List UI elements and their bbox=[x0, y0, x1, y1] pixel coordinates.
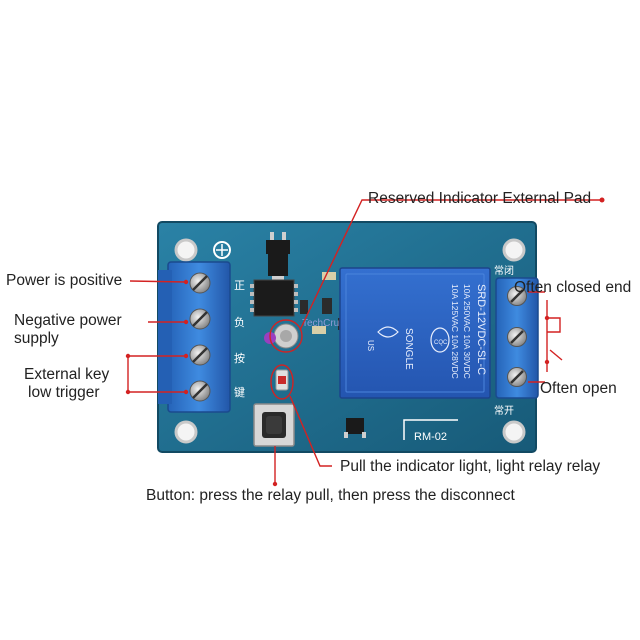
label-reserved-pad: Reserved Indicator External Pad bbox=[368, 190, 592, 207]
label-external-key-2: low trigger bbox=[28, 384, 100, 401]
mounting-hole bbox=[502, 420, 526, 444]
relay-rating-1: 10A 250VAC 10A 30VDC bbox=[462, 284, 472, 379]
label-external-key-1: External key bbox=[24, 366, 110, 383]
silk-no: 常开 bbox=[494, 404, 514, 417]
screw-nc bbox=[507, 286, 527, 306]
silk-key-2: 键 bbox=[234, 385, 245, 399]
screw-negative bbox=[189, 308, 211, 330]
watermark-text: TechCrunch bbox=[302, 318, 355, 329]
board-model: RM-02 bbox=[414, 431, 447, 443]
label-often-closed: Often closed end bbox=[514, 279, 632, 296]
relay-us-mark: US bbox=[366, 340, 375, 351]
relay: SRD-12VDC-SL-C 10A 250VAC 10A 30VDC 10A … bbox=[339, 267, 491, 399]
label-often-open: Often open bbox=[540, 380, 617, 397]
mounting-hole bbox=[174, 420, 198, 444]
cqc-mark bbox=[430, 327, 450, 353]
callout-dots bbox=[125, 197, 605, 487]
output-screw-terminal bbox=[495, 277, 539, 399]
label-indicator-light: Pull the indicator light, light relay re… bbox=[340, 458, 601, 475]
silk-key-1: 按 bbox=[234, 351, 245, 365]
relay-printing: SRD-12VDC-SL-C 10A 250VAC 10A 30VDC 10A … bbox=[366, 284, 487, 379]
push-button bbox=[253, 403, 295, 447]
screw-key-1 bbox=[189, 344, 211, 366]
input-screw-terminal bbox=[158, 261, 231, 413]
screw-key-2 bbox=[189, 380, 211, 402]
mounting-hole bbox=[174, 238, 198, 262]
silk-negative: 负 bbox=[234, 315, 245, 329]
relay-model: SRD-12VDC-SL-C bbox=[475, 284, 487, 375]
label-negative-supply-2: supply bbox=[14, 330, 59, 347]
mounting-hole bbox=[502, 238, 526, 262]
label-button: Button: press the relay pull, then press… bbox=[146, 487, 515, 504]
screw-no bbox=[507, 367, 527, 387]
relay-rating-2: 10A 125VAC 10A 28VDC bbox=[450, 284, 460, 379]
silk-nc: 常闭 bbox=[494, 264, 514, 277]
cqc-text: CQC bbox=[434, 340, 448, 346]
callout-lines bbox=[127, 199, 602, 484]
relay-brand: SONGLE bbox=[403, 328, 414, 370]
ul-mark bbox=[377, 326, 399, 338]
silk-positive: 正 bbox=[234, 279, 245, 292]
screw-positive bbox=[189, 272, 211, 294]
label-negative-supply-1: Negative power bbox=[14, 312, 122, 329]
screw-com bbox=[507, 327, 527, 347]
label-power-positive: Power is positive bbox=[6, 272, 123, 289]
